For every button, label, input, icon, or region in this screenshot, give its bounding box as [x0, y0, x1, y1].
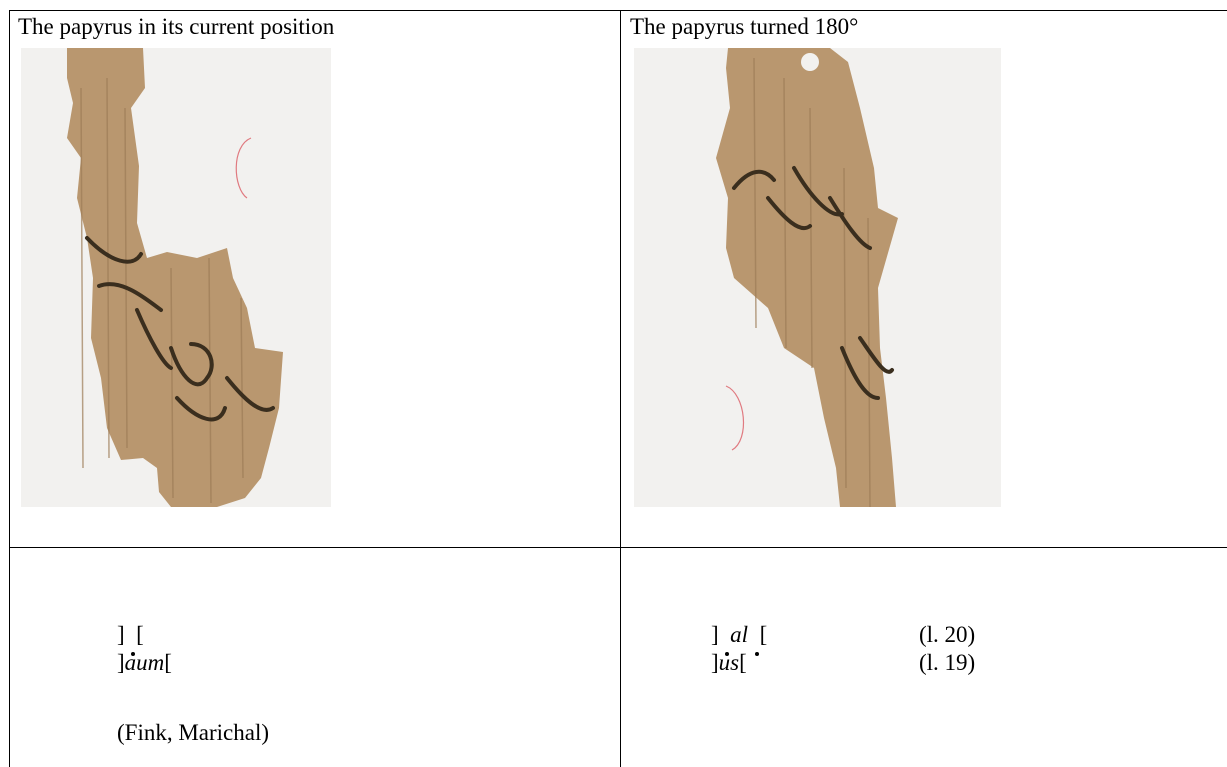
bracket-close: [ — [136, 622, 144, 647]
bracket-close: [ — [164, 650, 172, 675]
transcription-spacer — [117, 677, 269, 719]
sublinear-dot — [754, 622, 760, 647]
table-border-left — [9, 10, 10, 767]
sublinear-dot — [724, 622, 730, 647]
bracket-close: [ — [759, 622, 768, 647]
transcription-text: al — [730, 622, 749, 647]
bracket-open: ] — [117, 622, 125, 647]
header-turned-180: The papyrus turned 180° — [630, 14, 859, 39]
table-border-top — [9, 10, 1227, 11]
transcription-turned: ] al [ (l. 20) ]us[ (l. 19) — [711, 621, 1031, 677]
transcription-text: aum — [124, 650, 165, 675]
transcription-line-1: ] al [ (l. 20) — [711, 621, 1031, 649]
citation: (Fink, Marichal) — [117, 720, 270, 745]
papyrus-comparison-table: The papyrus in its current position The … — [9, 10, 1227, 767]
transcription-current: ] [ ]aum[ (Fink, Marichal) — [117, 621, 269, 747]
table-row-divider — [9, 547, 1227, 548]
transcription-line-2: ]aum[ — [117, 649, 269, 677]
bracket-close: [ — [739, 650, 747, 675]
header-current-position: The papyrus in its current position — [18, 14, 335, 39]
transcription-text: us — [718, 650, 740, 675]
papyrus-photo-current — [21, 48, 331, 507]
transcription-line-1: ] [ — [117, 621, 269, 649]
bracket-open: ] — [711, 622, 719, 647]
transcription-line-2: ]us[ (l. 19) — [711, 649, 1031, 677]
bracket-open: ] — [711, 650, 719, 675]
line-reference: (l. 20) — [919, 622, 976, 647]
table-column-divider — [620, 10, 621, 767]
bracket-open: ] — [117, 650, 125, 675]
sublinear-dot — [130, 622, 136, 647]
line-reference: (l. 19) — [919, 650, 976, 675]
papyrus-photo-turned — [634, 48, 1001, 507]
